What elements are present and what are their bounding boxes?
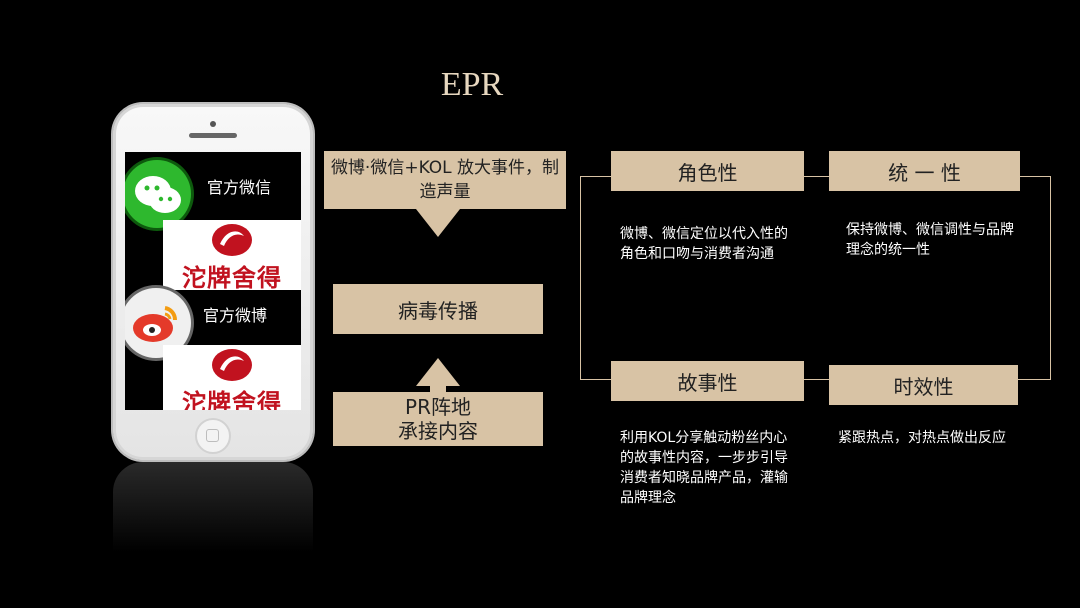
wechat-icon <box>125 160 191 228</box>
flow-box-pr: PR阵地 承接内容 <box>333 392 543 446</box>
desc-timeliness: 紧跟热点，对热点做出反应 <box>838 430 1006 446</box>
brand-logo: 沱牌舍得 <box>163 220 301 292</box>
wechat-label: 官方微信 <box>207 178 272 197</box>
phone-speaker <box>189 133 237 138</box>
brand-logo-text: 沱牌舍得 <box>182 264 282 292</box>
brand-logo: 沱牌舍得 <box>163 345 301 410</box>
desc-role: 微博、微信定位以代入性的角色和口吻与消费者沟通 <box>620 226 788 262</box>
home-button <box>195 418 231 454</box>
logo-mark-icon <box>212 349 252 381</box>
flow-box-viral: 病毒传播 <box>333 284 543 334</box>
desc-story: 利用KOL分享触动粉丝内心的故事性内容，一步步引导消费者知晓品牌产品，灌输品牌理… <box>620 430 788 506</box>
tag-timeliness: 时效性 <box>829 365 1018 405</box>
tag-story: 故事性 <box>611 361 804 401</box>
flow-box-amplify: 微博·微信+KOL 放大事件，制造声量 <box>324 151 566 209</box>
flow-box-pr-text: PR阵地 承接内容 <box>398 395 478 443</box>
phone-camera <box>210 121 216 127</box>
arrow-up-icon <box>416 358 460 386</box>
arrow-up-stem <box>430 384 446 394</box>
tag-role: 角色性 <box>611 151 804 191</box>
brand-logo-text: 沱牌舍得 <box>182 389 282 410</box>
phone-screen: 官方微信 沱牌舍得 官方微博 沱牌舍得 <box>125 152 301 410</box>
weibo-icon <box>125 288 191 358</box>
attribute-frame <box>580 176 1051 380</box>
arrow-down-icon <box>416 209 460 237</box>
logo-mark-icon <box>212 224 252 256</box>
tag-unity: 统 一 性 <box>829 151 1020 191</box>
weibo-label: 官方微博 <box>203 306 268 325</box>
desc-unity: 保持微博、微信调性与品牌理念的统一性 <box>846 222 1014 258</box>
smartphone-mockup: 官方微信 沱牌舍得 官方微博 沱牌舍得 <box>113 104 313 460</box>
slide-title: EPR <box>440 66 504 103</box>
phone-reflection <box>113 462 313 582</box>
